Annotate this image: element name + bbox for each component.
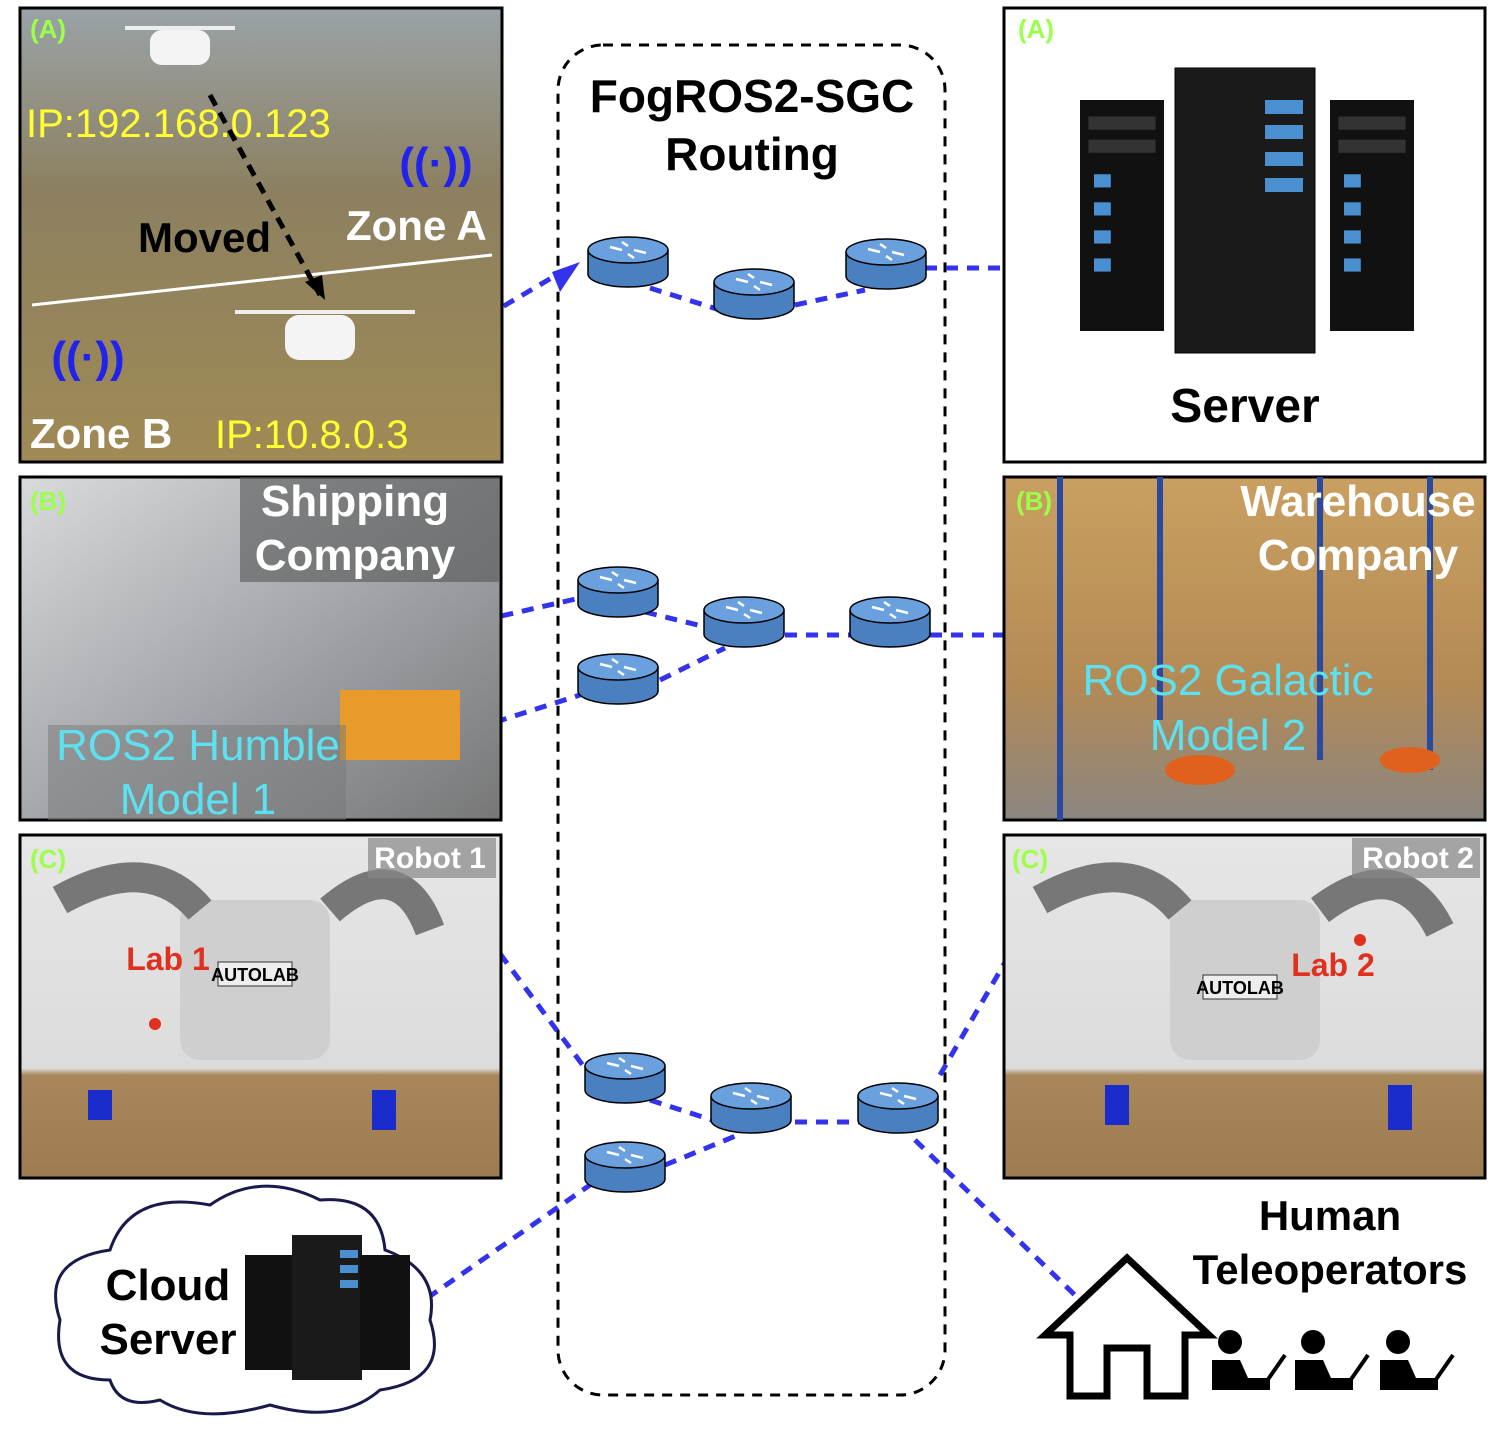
panel-drone-zones: (A) IP:192.168.0.123 Moved Zone A Zone B… xyxy=(18,6,504,464)
lab-label: Lab 1 xyxy=(126,941,210,977)
router-icon xyxy=(576,652,660,706)
server-icon xyxy=(245,1235,410,1380)
panel-tag: (B) xyxy=(1016,486,1052,516)
panel-robot-1: AUTOLAB (C) Robot 1 Lab 1 xyxy=(18,833,503,1180)
panel-warehouse: (B) Warehouse Company ROS2 Galactic Mode… xyxy=(1002,475,1487,822)
router-group-a xyxy=(586,235,928,321)
ip-old: IP:192.168.0.123 xyxy=(26,102,331,146)
panel-tag: (A) xyxy=(30,14,66,44)
panel-robot-2: AUTOLAB (C) Robot 2 Lab 2 xyxy=(1002,833,1487,1180)
company-line1: Shipping xyxy=(261,477,449,526)
wifi-icon: ((·)) xyxy=(399,139,472,188)
ros-model: Model 1 xyxy=(120,775,277,824)
router-icon xyxy=(844,237,928,291)
routing-title-line2: Routing xyxy=(665,128,839,180)
router-icon xyxy=(583,1051,667,1105)
lab-label: Lab 2 xyxy=(1291,947,1375,983)
moved-label: Moved xyxy=(138,214,271,261)
teleop-label-line2: Teleoperators xyxy=(1193,1246,1468,1293)
panel-tag: (B) xyxy=(30,486,66,516)
server-label: Server xyxy=(1170,380,1319,433)
router-icon xyxy=(586,235,670,289)
house-icon xyxy=(1036,1253,1218,1400)
routing-region xyxy=(556,43,947,1397)
panel-tag: (C) xyxy=(1012,844,1048,874)
company-line2: Company xyxy=(1258,531,1459,580)
server-icon xyxy=(1080,67,1414,354)
router-icon xyxy=(709,1081,793,1135)
zone-b-label: Zone B xyxy=(30,410,172,457)
robot-label: Robot 1 xyxy=(374,842,486,875)
panel-tag: (C) xyxy=(30,844,66,874)
router-icon xyxy=(848,595,932,649)
teleop-label-line1: Human xyxy=(1259,1192,1401,1239)
panel-server: (A) Server xyxy=(1002,6,1487,464)
ros-model: Model 2 xyxy=(1150,711,1307,760)
drone-icon xyxy=(125,26,235,65)
router-icon xyxy=(702,595,786,649)
router-icon xyxy=(576,565,660,619)
zone-a-label: Zone A xyxy=(346,202,487,249)
operator-icon xyxy=(1380,1330,1455,1390)
router-group-b xyxy=(576,565,932,706)
operator-icon xyxy=(1212,1330,1287,1390)
cloud-label-line1: Cloud xyxy=(106,1261,231,1310)
autolab-logo: AUTOLAB xyxy=(211,965,299,985)
wifi-icon: ((·)) xyxy=(51,333,124,382)
router-icon xyxy=(856,1081,940,1135)
human-teleoperators: Human Teleoperators xyxy=(1036,1192,1468,1400)
company-line1: Warehouse xyxy=(1240,477,1476,526)
cloud-label-line2: Server xyxy=(99,1315,236,1364)
autolab-logo: AUTOLAB xyxy=(1196,978,1284,998)
ros-version: ROS2 Humble xyxy=(56,721,340,770)
panel-shipping: (B) Shipping Company ROS2 Humble Model 1 xyxy=(18,475,503,824)
cloud-server: Cloud Server xyxy=(54,1184,436,1416)
ros-version: ROS2 Galactic xyxy=(1083,656,1374,705)
arrowhead-icon xyxy=(552,262,580,292)
router-icon xyxy=(712,267,796,321)
panel-tag: (A) xyxy=(1018,14,1054,44)
robot-label: Robot 2 xyxy=(1362,842,1474,875)
drone-icon xyxy=(235,310,415,360)
operator-icon xyxy=(1295,1330,1370,1390)
company-line2: Company xyxy=(255,531,456,580)
router-group-c xyxy=(583,1051,940,1194)
routing-title-line1: FogROS2-SGC xyxy=(590,70,915,122)
router-icon xyxy=(583,1140,667,1194)
ip-new: IP:10.8.0.3 xyxy=(215,413,408,457)
